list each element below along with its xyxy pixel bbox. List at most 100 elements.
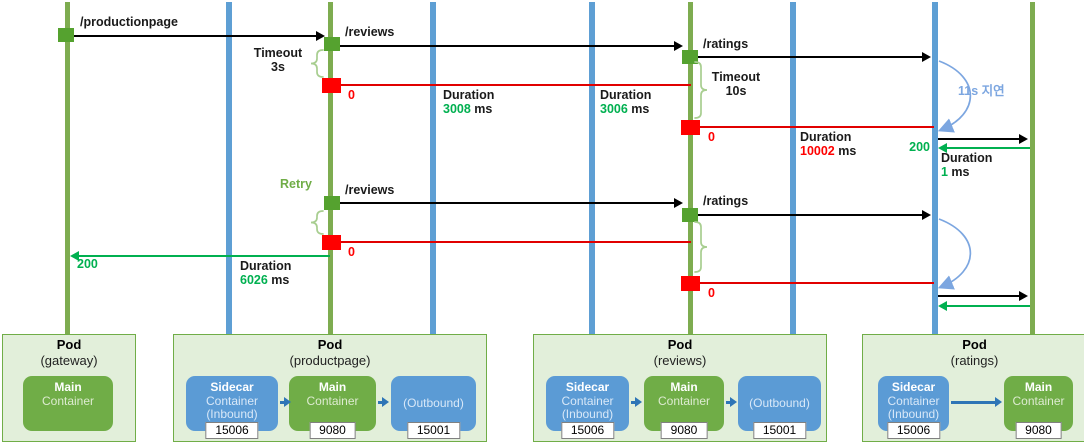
- arrowhead-right: [316, 31, 325, 41]
- text-part: Duration: [443, 88, 495, 102]
- text-line: 3006 ms: [600, 102, 651, 116]
- container-flow-arrow: [951, 397, 1002, 407]
- lifeline-reviews-sidecar-inbound: [589, 2, 595, 334]
- port-label-ratings-sidecar-inbound: 15006: [886, 422, 941, 439]
- lifeline-reviews-outbound: [790, 2, 796, 334]
- text-part: ms: [834, 144, 857, 158]
- text-line: Duration: [443, 88, 494, 102]
- port-label-productpage-sidecar-inbound: 15006: [205, 422, 259, 439]
- pod-subtitle-reviews: (reviews): [653, 353, 707, 368]
- error-marker-ratings-timeout-2: [681, 276, 700, 291]
- lifeline-productpage-outbound: [430, 2, 436, 334]
- text-part: 3006: [600, 102, 628, 116]
- container-flow-arrowhead: [382, 397, 389, 407]
- text-part: ms: [947, 165, 970, 179]
- port-label-reviews-sidecar-inbound: 15006: [560, 422, 615, 439]
- arrowhead-right: [1019, 134, 1028, 144]
- text-part: 10002: [800, 144, 835, 158]
- text-error-0-4: 0: [708, 286, 715, 300]
- text-reviews-label-2: /reviews: [345, 183, 394, 197]
- container-label: Sidecar: [210, 380, 254, 394]
- text-line: /reviews: [345, 183, 394, 197]
- arrow-sidecar-to-main-1: [938, 134, 1028, 144]
- brace-timeout-3s-brace: [310, 49, 324, 78]
- container-label: Container: [887, 393, 940, 408]
- text-line: Duration: [600, 88, 651, 102]
- port-label-productpage-outbound: 15001: [406, 422, 461, 439]
- text-line: /reviews: [345, 25, 394, 39]
- port-label-reviews-outbound: 15001: [752, 422, 807, 439]
- error-marker-reviews-timeout-1: [322, 78, 341, 93]
- container-label: Main: [54, 380, 82, 394]
- text-line: 200: [894, 140, 930, 154]
- text-productionpage-label: /productionpage: [80, 15, 178, 29]
- arrow-main-response-1: [938, 143, 1030, 153]
- text-part: /reviews: [345, 183, 395, 197]
- arrowhead-left: [70, 251, 79, 261]
- text-line: Duration: [240, 259, 291, 273]
- container-flow-arrowhead: [995, 397, 1002, 407]
- container-label: (Inbound): [561, 407, 614, 421]
- arrow-main-response-2: [938, 301, 1030, 311]
- container-label: Container: [306, 393, 359, 408]
- pod-title-gateway: Pod: [56, 337, 82, 352]
- lifeline-productpage-main: [327, 2, 333, 334]
- port-label-reviews-main: 9080: [660, 422, 708, 439]
- container-label: Sidecar: [891, 380, 936, 394]
- container-flow-arrow: [378, 397, 389, 407]
- text-part: Duration: [941, 151, 993, 165]
- arrow-ratings-error-2: [700, 282, 934, 284]
- arrowhead-left: [938, 143, 947, 153]
- text-response-200-1: 200: [894, 140, 930, 154]
- arrow-reviews-error-1: [341, 84, 691, 86]
- container-label: Container: [561, 393, 614, 408]
- text-part: ms: [470, 102, 493, 116]
- text-part: 0: [348, 245, 355, 259]
- activation-marker-productpage-reviews-call-1: [324, 37, 340, 51]
- text-line: 200: [77, 257, 98, 271]
- activation-marker-gateway-request: [58, 28, 74, 42]
- container-label: Main: [318, 380, 347, 394]
- text-line: Duration: [800, 130, 856, 144]
- error-marker-ratings-timeout-1: [681, 120, 700, 135]
- text-part: /productionpage: [80, 15, 178, 29]
- text-part: 6026: [240, 273, 268, 287]
- pod-subtitle-productpage: (productpage): [289, 353, 371, 368]
- container-label: Sidecar: [565, 380, 610, 394]
- container-label: (Outbound): [749, 395, 810, 410]
- container-label: (Inbound): [206, 407, 258, 421]
- arrow-ratings-request-2: [697, 210, 931, 220]
- arrowhead-right: [922, 52, 931, 62]
- pod-subtitle-ratings: (ratings): [950, 353, 999, 368]
- activation-marker-reviews-ratings-call-1: [682, 50, 698, 64]
- text-line: 3s: [246, 60, 310, 74]
- arrowhead-right: [674, 198, 683, 208]
- text-line: 10002 ms: [800, 144, 856, 158]
- text-part: 0: [708, 130, 715, 144]
- pod-title-ratings: Pod: [962, 337, 987, 352]
- text-line: Timeout: [704, 70, 768, 84]
- text-line: Timeout: [246, 46, 310, 60]
- lifeline-reviews-main: [687, 2, 693, 334]
- arrow-productionpage-request: [74, 31, 325, 41]
- arrow-reviews-request-2: [340, 198, 683, 208]
- text-line: Duration: [941, 151, 992, 165]
- text-line: 3008 ms: [443, 102, 494, 116]
- lifeline-ratings-main: [1029, 2, 1035, 334]
- arrowhead-right: [1019, 291, 1028, 301]
- brace-retry-brace: [310, 210, 324, 235]
- container-flow-arrowhead: [730, 397, 737, 407]
- text-line: /ratings: [703, 37, 748, 51]
- text-line: 10s: [704, 84, 768, 98]
- container-flow-arrow: [631, 397, 642, 407]
